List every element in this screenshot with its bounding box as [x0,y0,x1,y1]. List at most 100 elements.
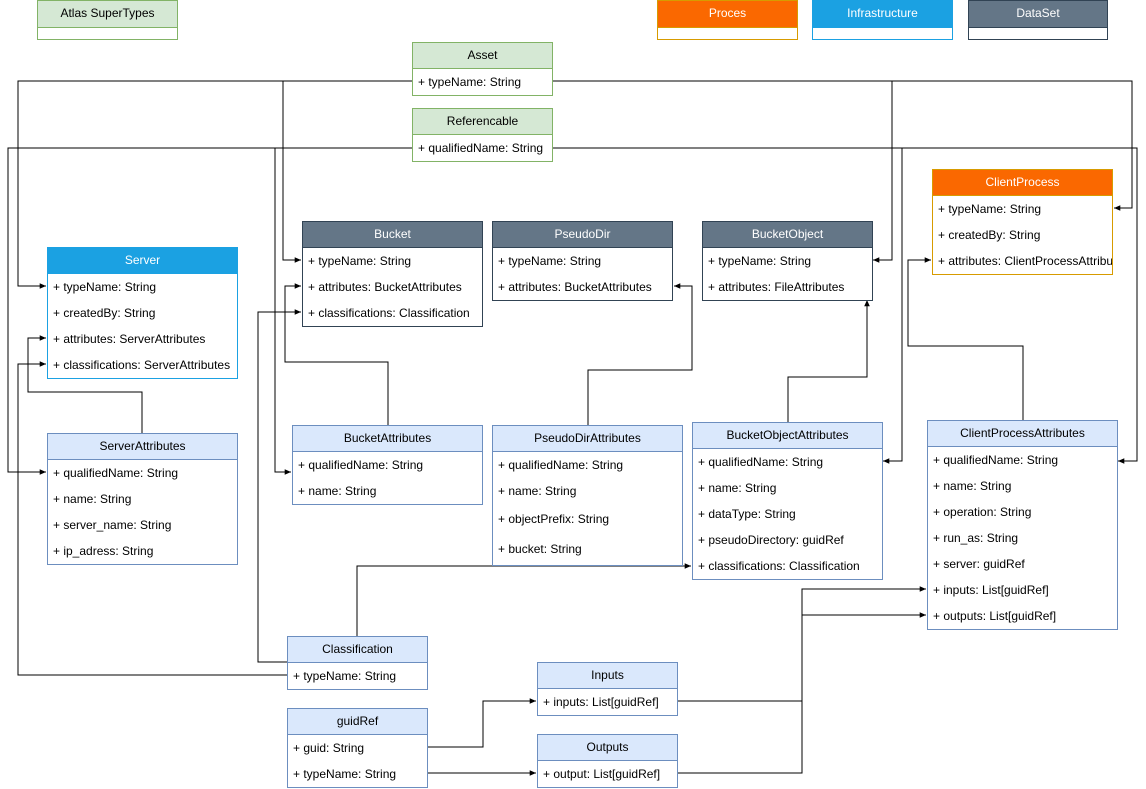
asset-to-server-line [17,80,412,289]
class-bucketattributes-title: BucketAttributes [293,426,482,452]
legend-dataset-label: DataSet [969,1,1107,28]
classification-to-bucketobjectattributes-line [356,563,691,636]
class-serverattributes-attr: + name: String [53,492,132,506]
class-clientprocess-attr: + attributes: ClientProcessAttributes [938,254,1112,268]
class-bucketobject-attr: + typeName: String [708,254,812,268]
class-bucketobjectattributes-attr: + pseudoDirectory: guidRef [698,533,844,547]
asset-to-bucketobject-line [552,80,893,263]
legend-process: Proces [657,0,798,40]
class-bucketobjectattributes-attr: + qualifiedName: String [698,455,824,469]
legend-atlas-supertypes: Atlas SuperTypes [37,0,178,40]
class-referencable[interactable]: Referencable + qualifiedName: String [412,108,553,162]
class-bucketattributes[interactable]: BucketAttributes + qualifiedName: String… [292,425,483,505]
pseudodirattributes-to-pseudodir-line [587,283,693,425]
class-serverattributes-title: ServerAttributes [48,434,237,460]
class-guidref-attr: + guid: String [293,741,365,755]
class-pseudodirattributes-title: PseudoDirAttributes [493,426,682,452]
referencable-to-serverattributes-line [7,147,412,475]
class-serverattributes[interactable]: ServerAttributes + qualifiedName: String… [47,433,238,565]
class-clientprocess[interactable]: ClientProcess + typeName: String + creat… [932,169,1113,275]
class-clientprocessattributes-attr: + operation: String [933,505,1032,519]
bucketattributes-to-bucket-line [284,283,389,425]
class-pseudodir-attr: + attributes: BucketAttributes [498,280,652,294]
class-bucketobject-attr: + attributes: FileAttributes [708,280,845,294]
class-bucketobject-title: BucketObject [703,222,872,248]
class-classification[interactable]: Classification + typeName: String [287,636,428,690]
class-asset[interactable]: Asset + typeName: String [412,42,553,96]
legend-atlas-supertypes-label: Atlas SuperTypes [38,1,177,28]
class-server-attr: + attributes: ServerAttributes [53,332,206,346]
class-pseudodirattributes-attr: + bucket: String [498,542,582,556]
class-pseudodirattributes[interactable]: PseudoDirAttributes + qualifiedName: Str… [492,425,683,566]
class-guidref-attr: + typeName: String [293,767,397,781]
class-classification-title: Classification [288,637,427,663]
class-outputs-title: Outputs [538,735,677,761]
asset-to-clientprocess-line [892,80,1133,211]
class-asset-title: Asset [413,43,552,69]
class-bucket-attr: + attributes: BucketAttributes [308,280,462,294]
class-server-attr: + classifications: ServerAttributes [53,358,231,372]
class-clientprocessattributes-attr: + qualifiedName: String [933,453,1059,467]
class-referencable-attr: + qualifiedName: String [418,141,544,155]
class-pseudodir-title: PseudoDir [493,222,672,248]
class-bucketobject[interactable]: BucketObject + typeName: String + attrib… [702,221,873,301]
class-clientprocessattributes-attr: + outputs: List[guidRef] [933,609,1057,623]
legend-dataset: DataSet [968,0,1108,40]
class-serverattributes-attr: + server_name: String [53,518,172,532]
class-clientprocess-title: ClientProcess [933,170,1112,196]
legend-infrastructure: Infrastructure [812,0,953,40]
class-inputs[interactable]: Inputs + inputs: List[guidRef] [537,662,678,716]
class-bucketattributes-attr: + qualifiedName: String [298,458,424,472]
class-asset-attr: + typeName: String [418,75,522,89]
class-bucketobjectattributes[interactable]: BucketObjectAttributes + qualifiedName: … [692,422,883,580]
bucketobjectattributes-to-bucketobject-line [787,300,870,422]
class-pseudodirattributes-attr: + name: String [498,484,577,498]
class-bucket-attr: + classifications: Classification [308,306,470,320]
class-clientprocessattributes-attr: + inputs: List[guidRef] [933,583,1049,597]
class-pseudodirattributes-attr: + objectPrefix: String [498,512,610,526]
classification-to-server-line [17,361,287,676]
class-outputs[interactable]: Outputs + output: List[guidRef] [537,734,678,788]
legend-process-label: Proces [658,1,797,28]
legend-infrastructure-label: Infrastructure [813,1,952,28]
outputs-to-clientprocessattributes-line [677,612,926,774]
clientprocessattributes-to-clientprocess-line [907,257,1024,420]
class-bucketobjectattributes-attr: + name: String [698,481,777,495]
class-bucket[interactable]: Bucket + typeName: String + attributes: … [302,221,483,327]
class-pseudodirattributes-attr: + qualifiedName: String [498,458,624,472]
class-guidref-title: guidRef [288,709,427,735]
class-guidref[interactable]: guidRef + guid: String + typeName: Strin… [287,708,428,788]
class-server-title: Server [48,248,237,274]
class-bucket-attr: + typeName: String [308,254,412,268]
class-server-attr: + typeName: String [53,280,157,294]
classification-to-bucket-line [257,309,301,663]
class-classification-attr: + typeName: String [293,669,397,683]
referencable-right-trunk-line [552,147,1138,464]
class-bucketobjectattributes-title: BucketObjectAttributes [693,423,882,449]
class-bucketobjectattributes-attr: + classifications: Classification [698,559,860,573]
class-clientprocessattributes[interactable]: ClientProcessAttributes + qualifiedName:… [927,420,1118,630]
class-bucketobjectattributes-attr: + dataType: String [698,507,796,521]
class-inputs-title: Inputs [538,663,677,689]
referencable-to-bucketobjectattributes-line [883,148,903,464]
class-clientprocessattributes-title: ClientProcessAttributes [928,421,1117,447]
class-clientprocessattributes-attr: + run_as: String [933,531,1019,545]
class-clientprocessattributes-attr: + name: String [933,479,1012,493]
class-clientprocess-attr: + createdBy: String [938,228,1041,242]
class-clientprocess-attr: + typeName: String [938,202,1042,216]
class-bucket-title: Bucket [303,222,482,248]
serverattributes-to-server-line [27,335,143,433]
referencable-to-bucketattributes-line [274,148,291,475]
class-pseudodir[interactable]: PseudoDir + typeName: String + attribute… [492,221,673,301]
class-bucketattributes-attr: + name: String [298,484,377,498]
class-server[interactable]: Server + typeName: String + createdBy: S… [47,247,238,379]
class-pseudodir-attr: + typeName: String [498,254,602,268]
class-server-attr: + createdBy: String [53,306,156,320]
class-serverattributes-attr: + qualifiedName: String [53,466,179,480]
class-outputs-attr: + output: List[guidRef] [543,767,661,781]
asset-to-bucket-line [282,81,301,263]
class-referencable-title: Referencable [413,109,552,135]
class-inputs-attr: + inputs: List[guidRef] [543,695,659,709]
guidref-to-inputs-line [428,698,536,748]
